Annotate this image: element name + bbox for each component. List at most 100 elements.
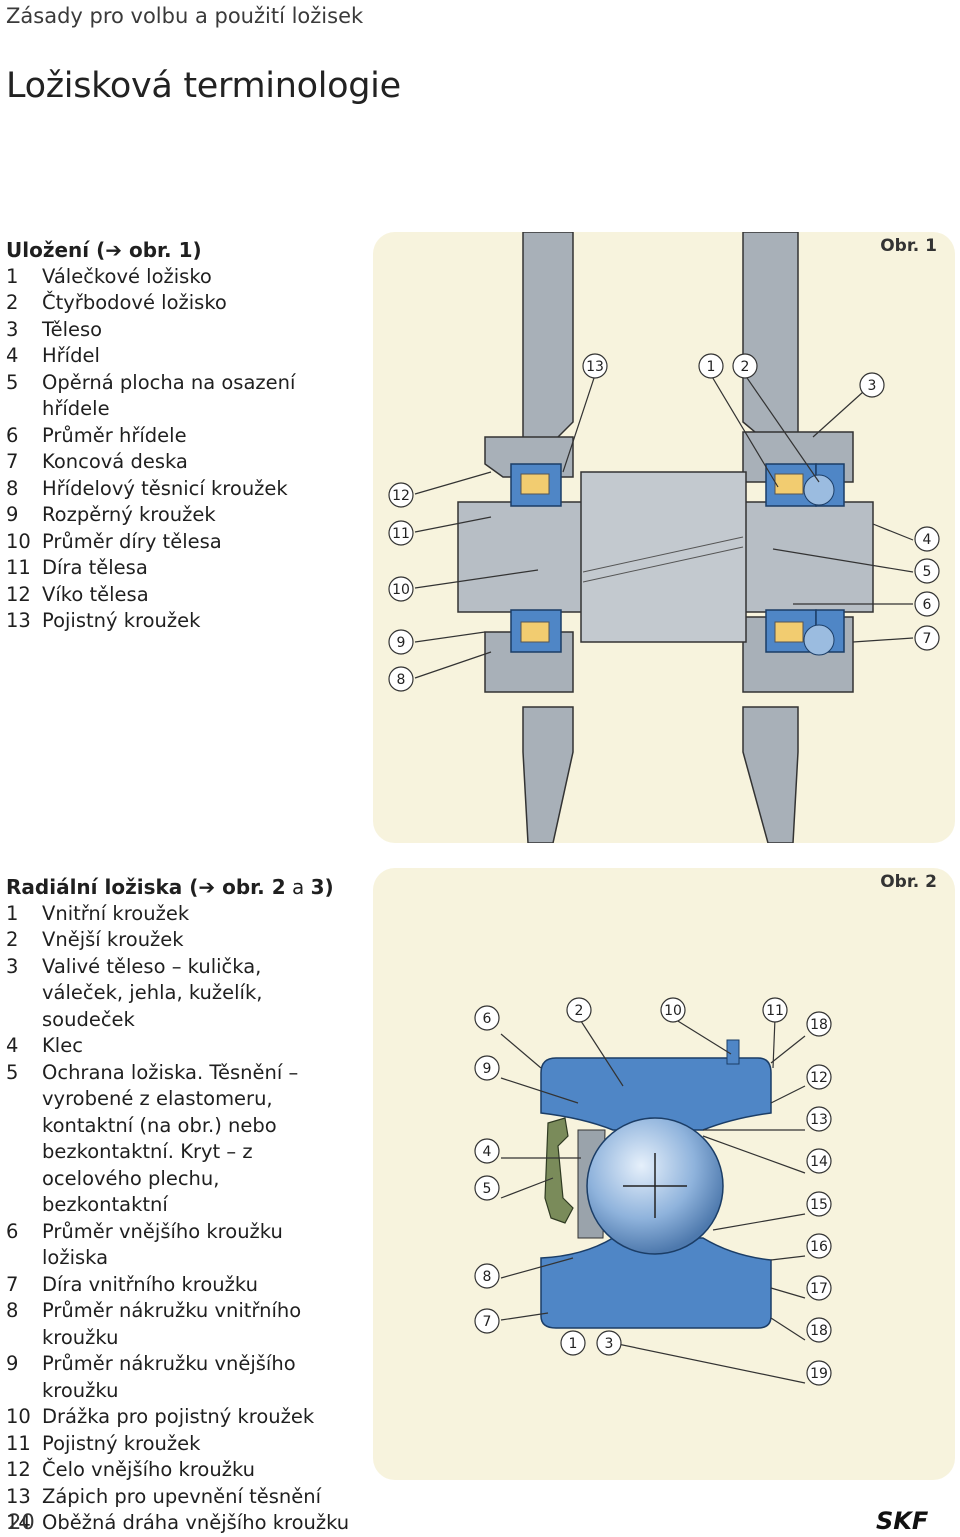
callout-circle bbox=[474, 1055, 500, 1081]
figure-2-label: Obr. 2 bbox=[880, 872, 937, 892]
callout-circle bbox=[732, 353, 758, 379]
callout-label: 6 bbox=[483, 1011, 492, 1027]
callout-label: 2 bbox=[741, 359, 750, 375]
callout-circle bbox=[914, 591, 940, 617]
callout-circle bbox=[388, 576, 414, 602]
callout-label: 3 bbox=[868, 378, 877, 394]
callout-circle bbox=[806, 1317, 832, 1343]
callout-circle bbox=[806, 1191, 832, 1217]
callout-circle bbox=[806, 1064, 832, 1090]
legend-heading: Radiální ložiska (➔ obr. 2 a 3) bbox=[6, 874, 366, 901]
seal bbox=[544, 1117, 574, 1224]
callout-label: 3 bbox=[605, 1336, 614, 1352]
callout-label: 10 bbox=[664, 1003, 682, 1019]
callout-label: 12 bbox=[392, 488, 410, 504]
callout-label: 11 bbox=[766, 1003, 784, 1019]
callout-label: 6 bbox=[923, 597, 932, 613]
callout-circle bbox=[388, 520, 414, 546]
callout-circle bbox=[762, 997, 788, 1023]
outer-ring bbox=[540, 1057, 772, 1131]
callout-circle bbox=[806, 1233, 832, 1259]
callout-circle bbox=[474, 1263, 500, 1289]
callout-label: 8 bbox=[397, 672, 406, 688]
callout-circle bbox=[474, 1308, 500, 1334]
callout-label: 9 bbox=[397, 635, 406, 651]
callout-circle bbox=[388, 666, 414, 692]
figure-2-panel: Obr. 2 bbox=[373, 868, 955, 1480]
callout-label: 9 bbox=[483, 1061, 492, 1077]
arrow-right-icon: ➔ bbox=[198, 875, 223, 899]
figure-reference: obr. 2 bbox=[222, 875, 286, 899]
callout-label: 16 bbox=[810, 1239, 828, 1255]
callout-label: 11 bbox=[392, 526, 410, 542]
callout-label: 10 bbox=[392, 582, 410, 598]
callout-label: 1 bbox=[569, 1336, 578, 1352]
callout-circle bbox=[806, 1106, 832, 1132]
figure-reference: 3) bbox=[310, 875, 334, 899]
callout-label: 7 bbox=[923, 631, 932, 647]
callout-label: 13 bbox=[810, 1112, 828, 1128]
callout-circle bbox=[596, 1330, 622, 1356]
callout-label: 13 bbox=[586, 359, 604, 375]
callout-label: 14 bbox=[810, 1154, 828, 1170]
callout-circle bbox=[806, 1275, 832, 1301]
skf-logo: SKF bbox=[876, 1508, 929, 1532]
callout-label: 1 bbox=[707, 359, 716, 375]
heading-text: a bbox=[285, 875, 311, 899]
callout-circle bbox=[560, 1330, 586, 1356]
callout-label: 8 bbox=[483, 1269, 492, 1285]
legend-heading: Uložení (➔ obr. 1) bbox=[6, 237, 366, 264]
heading-text: Radiální ložiska ( bbox=[6, 875, 199, 899]
callout-label: 12 bbox=[810, 1070, 828, 1086]
callout-label: 4 bbox=[923, 532, 932, 548]
figure-1-label: Obr. 1 bbox=[880, 236, 937, 256]
callout-label: 2 bbox=[575, 1003, 584, 1019]
callout-circle bbox=[806, 1011, 832, 1037]
arrow-right-icon: ➔ bbox=[105, 238, 129, 262]
callout-circle bbox=[914, 625, 940, 651]
logo-text: SKF bbox=[876, 1508, 929, 1532]
callout-circle bbox=[582, 353, 608, 379]
callout-circle bbox=[388, 629, 414, 655]
callout-circle bbox=[388, 482, 414, 508]
callout-label: 19 bbox=[810, 1366, 828, 1382]
callout-label: 18 bbox=[810, 1323, 828, 1339]
figure-1-panel: Obr. 1 bbox=[373, 232, 955, 843]
callout-label: 18 bbox=[810, 1017, 828, 1033]
callout-label: 5 bbox=[483, 1181, 492, 1197]
callout-circle bbox=[914, 526, 940, 552]
heading-text: Uložení ( bbox=[6, 238, 106, 262]
page-number: 20 bbox=[8, 1510, 35, 1534]
callout-label: 7 bbox=[483, 1314, 492, 1330]
callout-circle bbox=[914, 558, 940, 584]
